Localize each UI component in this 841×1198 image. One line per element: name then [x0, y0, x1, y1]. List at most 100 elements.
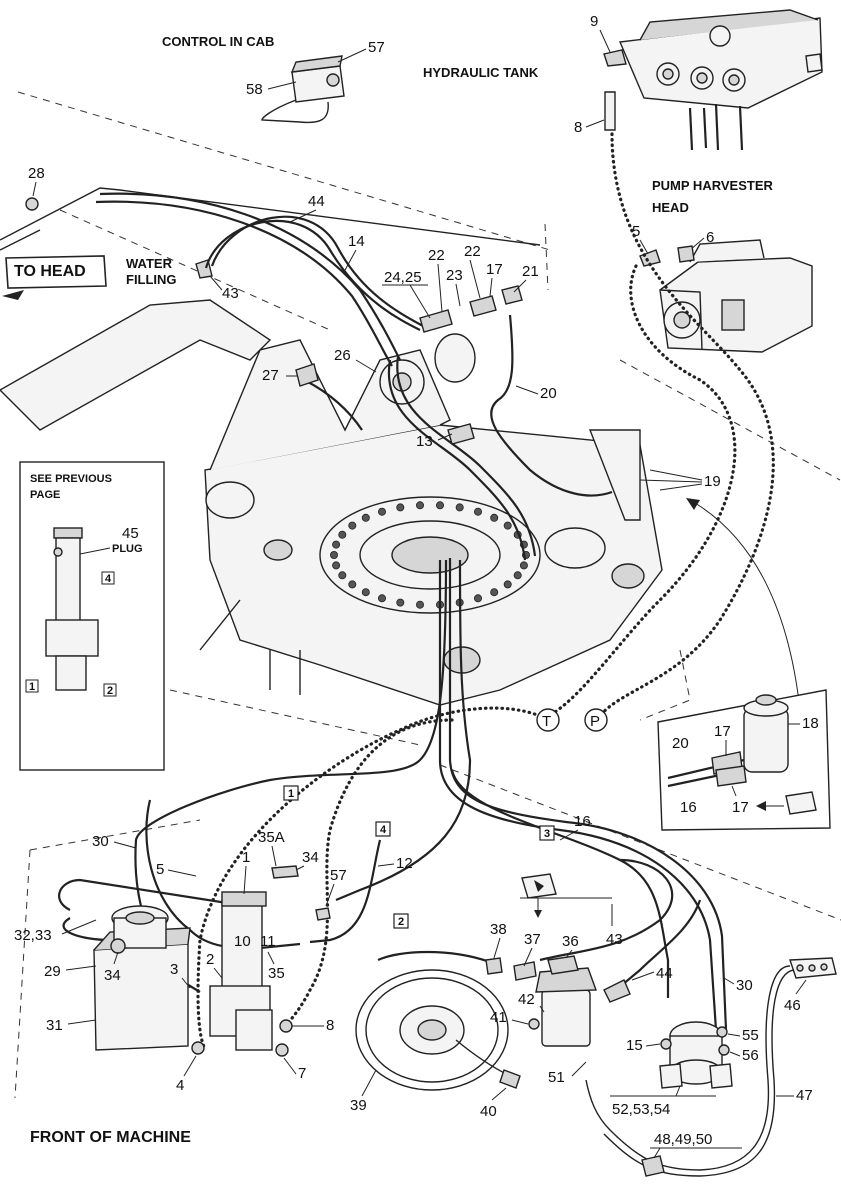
cable-assembly: 46 47 48,49,50	[585, 957, 837, 1177]
caption-pump-line2: HEAD	[652, 200, 689, 215]
callout-35: 35	[268, 965, 285, 982]
filter-assembly: 38 37 36 42 41 51	[485, 873, 631, 1086]
caption-water-1: WATER	[126, 256, 173, 271]
inset-left-title-1: SEE PREVIOUS	[30, 473, 112, 485]
callout-34-lower: 34	[104, 967, 121, 984]
callout-4: 4	[176, 1077, 184, 1094]
bolt	[338, 530, 347, 539]
callout-51: 51	[548, 1069, 565, 1086]
callout-52-54: 52,53,54	[612, 1101, 670, 1118]
callout-6: 6	[706, 229, 714, 246]
pump-harvester-head: PUMP HARVESTER HEAD 5 6	[632, 178, 813, 353]
bolt	[513, 571, 522, 580]
callout-47: 47	[796, 1087, 813, 1104]
bolt	[503, 580, 512, 589]
bolt	[519, 561, 528, 570]
callout-28: 28	[28, 165, 45, 182]
callout-34-mid: 34	[302, 849, 319, 866]
bolt	[503, 521, 512, 530]
bolt	[473, 594, 482, 603]
callout-35a: 35A	[258, 829, 285, 846]
callout-20-top: 20	[540, 385, 557, 402]
machine-outline-dashed	[14, 91, 841, 1099]
callout-22b: 22	[464, 243, 481, 260]
callout-43-lower: 43	[606, 931, 623, 948]
bolt	[415, 600, 424, 609]
inset-callout-17a: 17	[714, 723, 731, 740]
circle-p-label: P	[590, 713, 600, 730]
valve-assembly: 15 55 56 52,53,54	[610, 1021, 759, 1118]
bolt	[455, 503, 464, 512]
callout-42: 42	[518, 991, 535, 1008]
circle-t: T	[536, 708, 560, 732]
callout-8-lower: 8	[326, 1017, 334, 1034]
control-in-cab: CONTROL IN CAB 57 58	[162, 34, 385, 124]
bolt	[377, 594, 386, 603]
caption-pump-line1: PUMP HARVESTER	[652, 178, 773, 193]
callout-8: 8	[574, 119, 582, 136]
callout-43-top: 43	[222, 285, 239, 302]
box-marker-4: 4	[375, 821, 391, 837]
caption-to-head: TO HEAD	[14, 263, 86, 280]
callout-10: 10	[234, 933, 251, 950]
water-tank: 32,33 29 34 31 3	[14, 905, 191, 1051]
callout-23: 23	[446, 267, 463, 284]
inset-callout-18: 18	[802, 715, 819, 732]
bolt	[338, 571, 347, 580]
caption-front-of-machine: FRONT OF MACHINE	[30, 1129, 191, 1146]
callout-13: 13	[416, 433, 433, 450]
callout-22a: 22	[428, 247, 445, 264]
inset-left-box-2: 2	[107, 685, 113, 697]
bolt	[473, 507, 482, 516]
bolt	[490, 588, 499, 597]
callout-39: 39	[350, 1097, 367, 1114]
bolt	[396, 598, 405, 607]
callout-30-left: 30	[92, 833, 109, 850]
callout-32-33: 32,33	[14, 927, 52, 944]
callout-5-lower: 5	[156, 861, 164, 878]
inset-left-box-4: 4	[105, 573, 112, 585]
bolt	[329, 551, 338, 560]
bolt	[361, 588, 370, 597]
callout-40: 40	[480, 1103, 497, 1120]
callout-46: 46	[784, 997, 801, 1014]
bolt	[415, 501, 424, 510]
bolt	[396, 503, 405, 512]
lower-hoses	[58, 558, 728, 1031]
callout-45: 45	[122, 525, 139, 542]
callout-30-right: 30	[736, 977, 753, 994]
water-filling-fitting	[195, 259, 213, 279]
callout-36: 36	[562, 933, 579, 950]
callout-29: 29	[44, 963, 61, 980]
callout-48-50: 48,49,50	[654, 1131, 712, 1148]
callout-44-top: 44	[308, 193, 325, 210]
callout-56: 56	[742, 1047, 759, 1064]
callout-16: 16	[574, 813, 591, 830]
box-2-text: 2	[398, 916, 404, 928]
box-1-text: 1	[288, 788, 294, 800]
inset-see-previous-page: SEE PREVIOUS PAGE 45 PLUG 4 1 2	[19, 461, 165, 771]
bolt	[435, 501, 444, 510]
inset-left-plug: PLUG	[112, 543, 143, 555]
inset-left-box-1: 1	[29, 681, 35, 693]
bolt	[361, 513, 370, 522]
callout-31: 31	[46, 1017, 63, 1034]
callout-55: 55	[742, 1027, 759, 1044]
callout-24-25: 24,25	[384, 269, 422, 286]
callout-57: 57	[368, 39, 385, 56]
box-marker-2: 2	[393, 913, 409, 929]
callout-3: 3	[170, 961, 178, 978]
callout-11: 11	[260, 933, 276, 950]
callout-17-top: 17	[486, 261, 503, 278]
callout-37: 37	[524, 931, 541, 948]
callout-38: 38	[490, 921, 507, 938]
callout-7: 7	[298, 1065, 306, 1082]
callout-1: 1	[242, 849, 250, 866]
inset-fittings-18: 20 17 18 16 17	[657, 689, 831, 831]
caption-water-2: FILLING	[126, 272, 177, 287]
callout-58: 58	[246, 81, 263, 98]
bolt	[348, 580, 357, 589]
bolt	[332, 540, 341, 549]
caption-control-in-cab: CONTROL IN CAB	[162, 34, 274, 49]
